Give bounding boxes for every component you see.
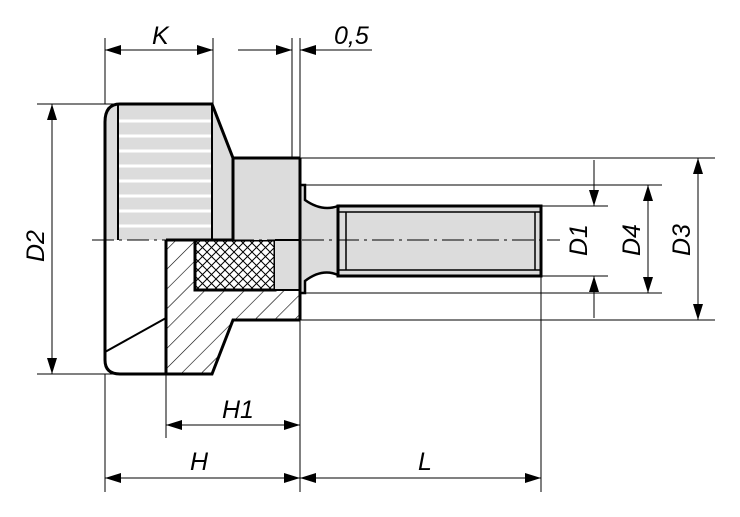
threaded-shaft	[336, 204, 543, 278]
shaft-neck	[298, 183, 340, 295]
dim-label-h: H	[190, 448, 209, 476]
dim-label-d4: D4	[618, 224, 646, 256]
shoulder	[233, 158, 300, 240]
knob-body	[103, 102, 543, 376]
dim-label-l: L	[418, 448, 432, 476]
dim-label-d1: D1	[565, 224, 593, 256]
head-lower-section	[105, 240, 166, 374]
threaded-insert	[193, 238, 277, 292]
knurl-lines	[118, 119, 212, 228]
dim-label-offset: 0,5	[334, 22, 369, 50]
dim-label-d2: D2	[22, 230, 50, 262]
section-hatch	[166, 240, 300, 374]
dim-label-h1: H1	[222, 396, 254, 424]
knurled-head-upper	[105, 104, 233, 240]
dim-label-d3: D3	[668, 224, 696, 256]
arrowheads	[47, 45, 703, 483]
dim-label-k: K	[152, 22, 170, 50]
dimension-lines	[37, 38, 715, 492]
